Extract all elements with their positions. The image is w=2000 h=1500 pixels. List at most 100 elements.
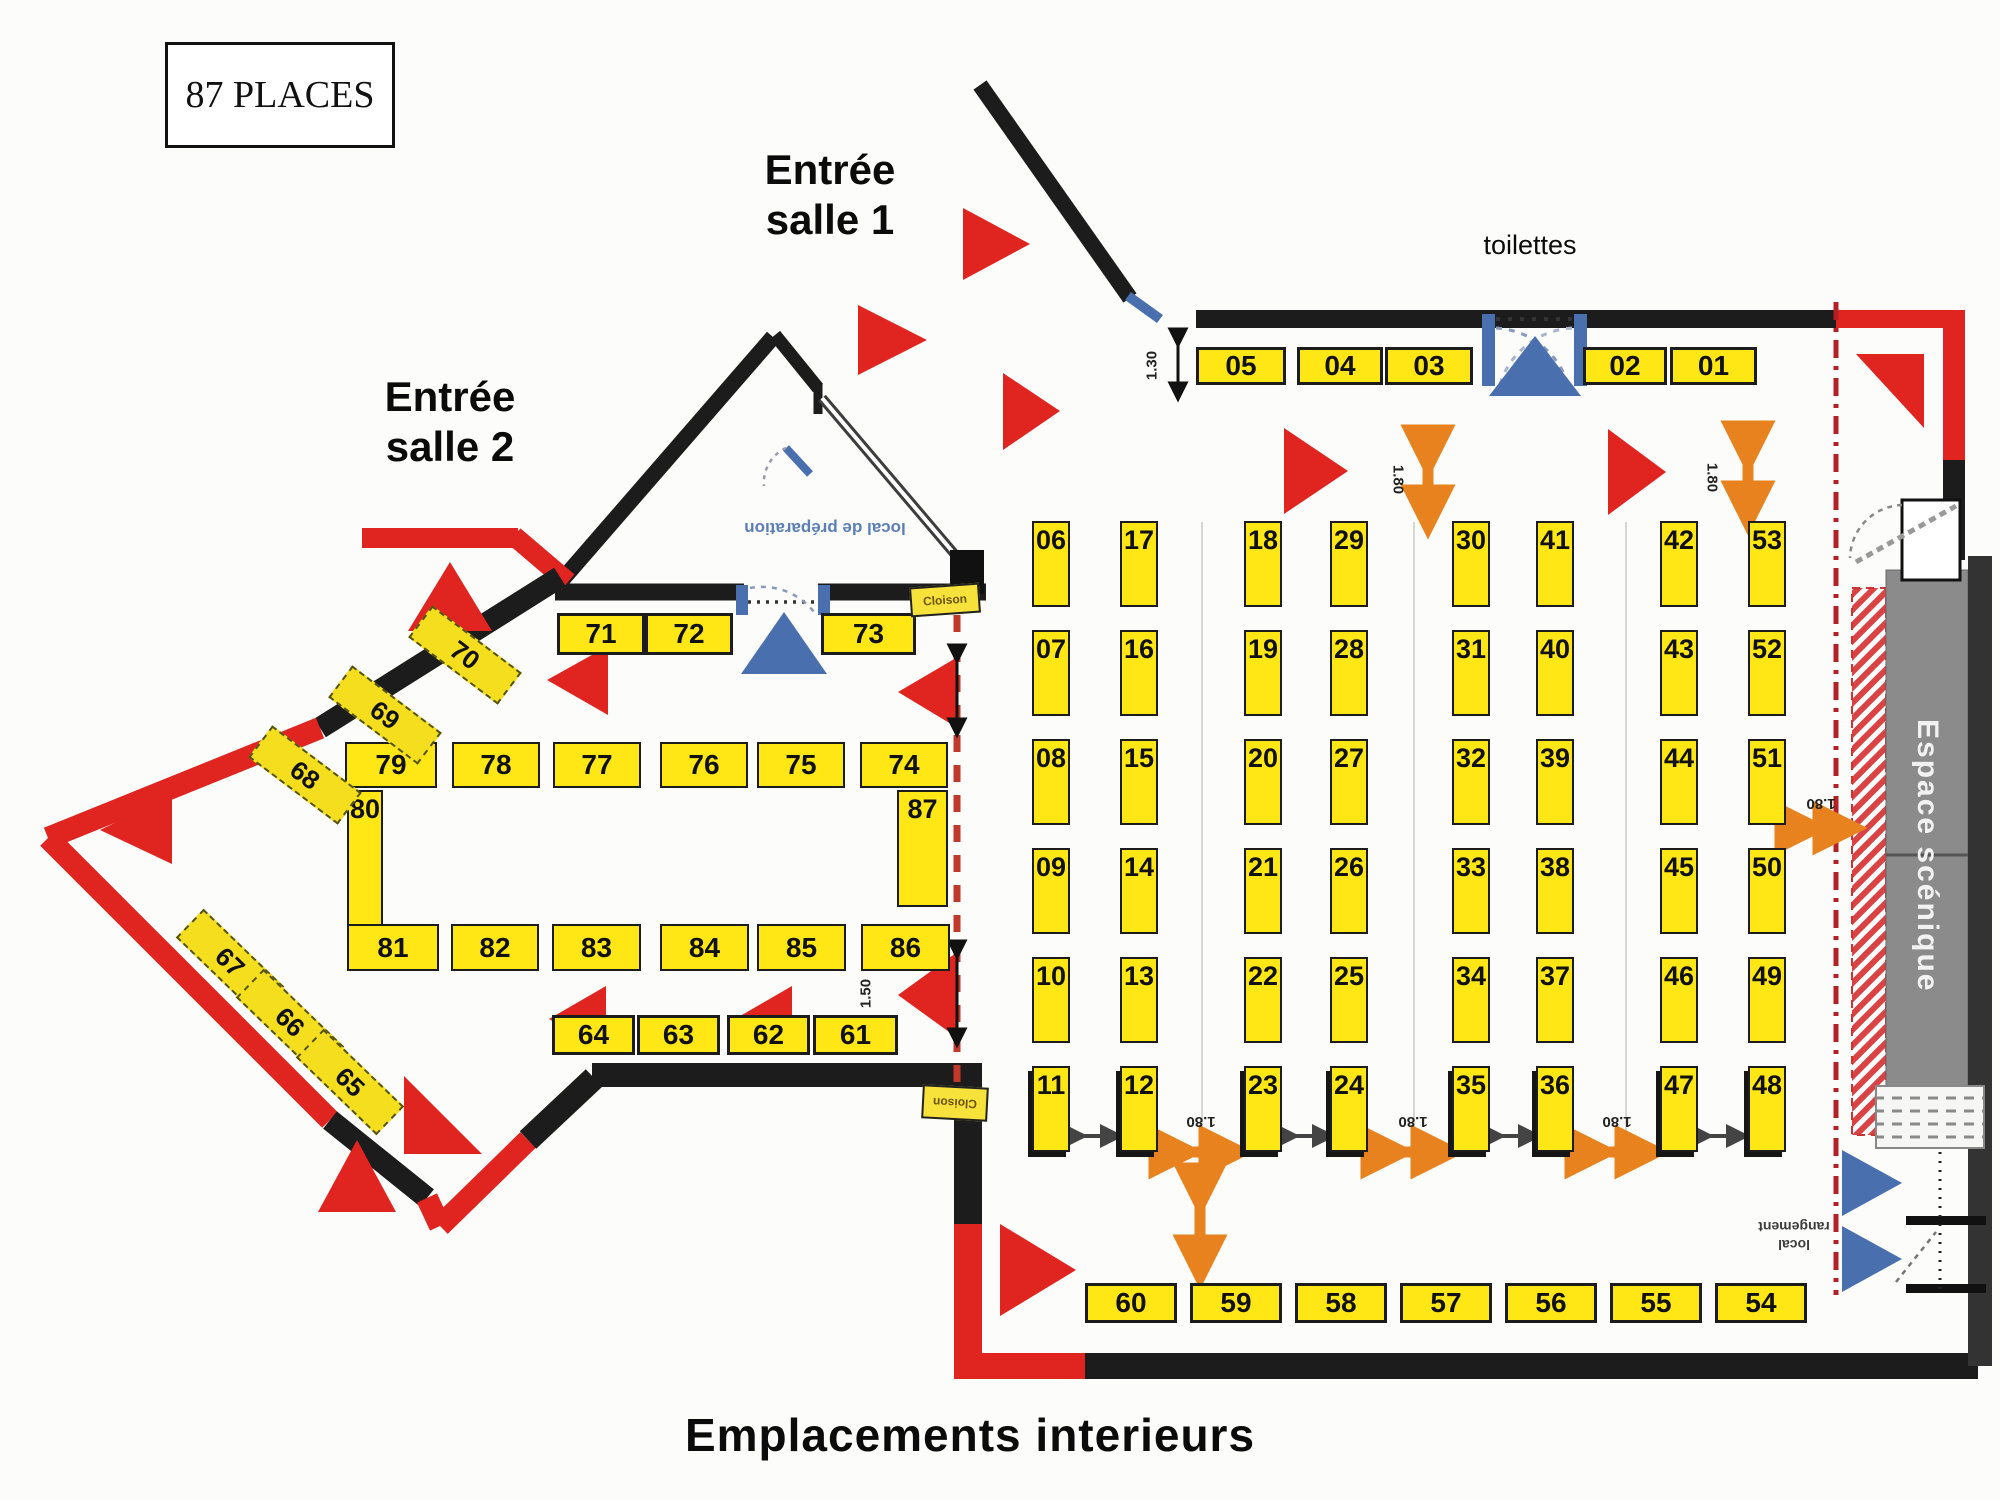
stand-36: 36 [1536,1066,1574,1152]
stand-71: 71 [557,613,645,655]
stand-78: 78 [452,742,540,788]
stand-87: 87 [897,790,948,907]
stand-53: 53 [1748,521,1786,607]
stand-19: 19 [1244,630,1282,716]
stand-58: 58 [1295,1283,1387,1323]
stand-32: 32 [1452,739,1490,825]
stage-zone [1833,302,1992,1366]
stand-52: 52 [1748,630,1786,716]
right-outer-wall [1968,556,1992,1366]
stand-18: 18 [1244,521,1282,607]
stand-17: 17 [1120,521,1158,607]
dimension-label: 1.50 [857,978,875,1009]
stand-25: 25 [1330,957,1368,1043]
stand-80: 80 [347,790,383,926]
preparation-room-label: local de préparation [744,519,906,538]
capacity-label: 87 PLACES [185,74,375,116]
stand-75: 75 [757,742,845,788]
stand-13: 13 [1120,957,1158,1043]
toilettes-label: toilettes [1483,230,1577,260]
stand-08: 08 [1032,739,1070,825]
stand-60: 60 [1085,1283,1177,1323]
stand-64: 64 [552,1015,635,1055]
dimension-arrows-orange [1148,420,1868,1290]
stand-30: 30 [1452,521,1490,607]
stand-73: 73 [821,613,916,655]
toilettes-triangle-icon [1489,336,1581,396]
exit-triangle-icon [1842,1150,1902,1216]
stand-01: 01 [1670,347,1757,385]
stand-40: 40 [1536,630,1574,716]
stand-31: 31 [1452,630,1490,716]
stand-28: 28 [1330,630,1368,716]
cloison-tag: Cloison [909,582,981,618]
wall-top-diagonal [973,80,1163,324]
stand-12: 12 [1120,1066,1158,1152]
preparation-room-walls [555,330,986,615]
stand-56: 56 [1505,1283,1597,1323]
stand-03: 03 [1385,347,1473,385]
stand-46: 46 [1660,957,1698,1043]
stand-59: 59 [1190,1283,1282,1323]
stand-15: 15 [1120,739,1158,825]
stand-61: 61 [813,1015,898,1055]
stand-72: 72 [645,613,733,655]
stand-26: 26 [1330,848,1368,934]
stand-14: 14 [1120,848,1158,934]
stand-82: 82 [451,924,539,971]
stand-04: 04 [1297,347,1383,385]
stand-43: 43 [1660,630,1698,716]
stand-48: 48 [1748,1066,1786,1152]
exit-triangle-icon [1842,1226,1902,1292]
dimension-label: 1.30 [1143,350,1161,381]
stand-35: 35 [1452,1066,1490,1152]
stand-09: 09 [1032,848,1070,934]
stand-06: 06 [1032,521,1070,607]
stand-39: 39 [1536,739,1574,825]
stand-50: 50 [1748,848,1786,934]
cloison-tag: Cloison [921,1084,989,1122]
stand-45: 45 [1660,848,1698,934]
stage-hatch-strip [1851,587,1887,1136]
stand-10: 10 [1032,957,1070,1043]
stand-74: 74 [860,742,948,788]
stand-22: 22 [1244,957,1282,1043]
stand-54: 54 [1715,1283,1807,1323]
stairs-icon [1875,1085,1985,1149]
stand-51: 51 [1748,739,1786,825]
stand-84: 84 [660,924,749,971]
stand-41: 41 [1536,521,1574,607]
dimension-label: 1.80 [1398,1113,1428,1130]
stand-38: 38 [1536,848,1574,934]
stand-24: 24 [1330,1066,1368,1152]
stand-21: 21 [1244,848,1282,934]
dimension-label: 1.80 [1186,1113,1216,1130]
dimension-label: 1.80 [1806,795,1836,812]
stand-57: 57 [1400,1283,1492,1323]
door-triangle-icon [741,612,827,674]
dimension-arrows-black [946,327,1189,1049]
stage-access-door [1900,498,1962,582]
stand-86: 86 [861,924,950,971]
stand-81: 81 [347,924,439,971]
stand-77: 77 [553,742,641,788]
aisle-guides [1201,522,1627,1160]
stand-23: 23 [1244,1066,1282,1152]
stand-55: 55 [1610,1283,1702,1323]
stand-11: 11 [1032,1066,1070,1152]
stand-44: 44 [1660,739,1698,825]
stand-63: 63 [637,1015,720,1055]
dimension-label: 1.80 [1389,464,1407,495]
stand-37: 37 [1536,957,1574,1043]
capacity-box: 87 PLACES [165,42,395,148]
stand-20: 20 [1244,739,1282,825]
stand-16: 16 [1120,630,1158,716]
stand-42: 42 [1660,521,1698,607]
stand-33: 33 [1452,848,1490,934]
stand-47: 47 [1660,1066,1698,1152]
stand-49: 49 [1748,957,1786,1043]
